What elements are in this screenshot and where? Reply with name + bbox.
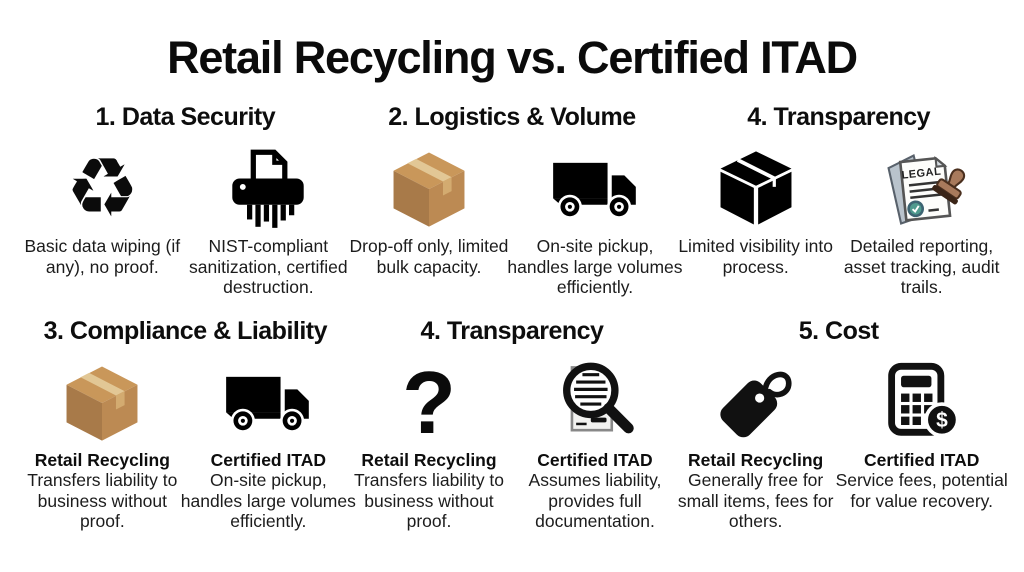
question-mark-icon: ? <box>402 356 456 450</box>
caption: Limited visibility into process. <box>678 236 833 277</box>
caption: Generally free for small items, fees for… <box>677 470 834 531</box>
certified-itad-cell: NIST-compliant sanitization, certified d… <box>188 142 348 297</box>
cardboard-box-icon <box>386 142 472 236</box>
truck-icon <box>223 356 313 450</box>
retail-recycling-label: Retail Recycling <box>34 450 170 471</box>
certified-itad-label: Certified ITAD <box>863 450 980 471</box>
certified-itad-cell: On-site pickup, handles large volumes ef… <box>507 142 683 297</box>
retail-recycling-label: Retail Recycling <box>361 450 497 471</box>
legal-document-icon: LEGAL <box>876 142 968 236</box>
certified-itad-cell: Certified ITAD Assumes liability, provid… <box>515 356 675 531</box>
caption: Assumes liability, provides full documen… <box>528 470 662 531</box>
section-cost: 5. Cost Retail Recycling Generally fr <box>675 313 1008 531</box>
page-title: Retail Recycling vs. Certified ITAD <box>167 32 858 83</box>
caption: Service fees, potential for value recove… <box>835 470 1008 511</box>
retail-recycling-cell: Retail Recycling Transfers liability to … <box>22 356 182 531</box>
section-heading: 2. Logistics & Volume <box>388 103 636 132</box>
section-logistics-volume: 2. Logistics & Volume Drop-off only, lim… <box>349 99 683 297</box>
shredder-icon <box>226 142 310 236</box>
section-heading: 3. Compliance & Liability <box>43 317 328 346</box>
calculator-dollar-icon: $ <box>878 356 966 450</box>
recycle-glyph: ♻ <box>65 141 140 237</box>
dollar-glyph: $ <box>936 409 948 432</box>
retail-recycling-cell: ? Retail Recycling Transfers liability t… <box>349 356 509 531</box>
section-heading: 1. Data Security <box>95 103 276 132</box>
question-glyph: ? <box>402 353 456 453</box>
section-data-security: 1. Data Security ♻ Basic data wiping (if… <box>22 99 349 297</box>
section-compliance-liability: 3. Compliance & Liability Retail Recycli… <box>22 313 356 531</box>
caption: NIST-compliant sanitization, certified d… <box>189 236 348 297</box>
certified-itad-label: Certified ITAD <box>537 450 653 471</box>
magnifier-document-icon <box>551 356 639 450</box>
certified-itad-cell: Certified ITAD On-site pickup, handles l… <box>181 356 356 531</box>
icon-pair: Limited visibility into process. LEGAL <box>675 142 1002 297</box>
certified-itad-cell: LEGAL <box>842 142 1002 297</box>
icon-pair: ? Retail Recycling Transfers liability t… <box>349 356 676 531</box>
section-heading: 5. Cost <box>798 317 879 346</box>
recycle-icon: ♻ <box>66 142 140 236</box>
section-transparency-top: 4. Transparency Limited visibility into … <box>675 99 1002 297</box>
certified-itad-cell: $ Certified ITAD Service fees, potential… <box>836 356 1008 531</box>
section-heading: 4. Transparency <box>747 103 931 132</box>
caption: On-site pickup, handles large volumes ef… <box>180 470 356 531</box>
sections-grid: 1. Data Security ♻ Basic data wiping (if… <box>0 99 1024 531</box>
retail-recycling-cell: Retail Recycling Generally free for smal… <box>676 356 836 531</box>
caption: Basic data wiping (if any), no proof. <box>24 236 181 277</box>
icon-pair: Drop-off only, limited bulk capacity. <box>349 142 683 297</box>
caption: Drop-off only, limited bulk capacity. <box>349 236 509 277</box>
icon-pair: Retail Recycling Transfers liability to … <box>22 356 356 531</box>
icon-pair: Retail Recycling Generally free for smal… <box>675 356 1008 531</box>
caption: Transfers liability to business without … <box>27 470 178 531</box>
cardboard-box-icon <box>59 356 145 450</box>
closed-box-icon <box>713 142 799 236</box>
retail-recycling-cell: Drop-off only, limited bulk capacity. <box>349 142 509 297</box>
caption: Detailed reporting, asset tracking, audi… <box>843 236 1000 297</box>
truck-icon <box>550 142 640 236</box>
retail-recycling-cell: Limited visibility into process. <box>676 142 836 297</box>
certified-itad-label: Certified ITAD <box>210 450 327 471</box>
caption: On-site pickup, handles large volumes ef… <box>507 236 683 297</box>
retail-recycling-label: Retail Recycling <box>688 450 824 471</box>
section-heading: 4. Transparency <box>420 317 604 346</box>
icon-pair: ♻ Basic data wiping (if any), no proof. <box>22 142 349 297</box>
section-transparency-bottom: 4. Transparency ? Retail Recycling Trans… <box>349 313 676 531</box>
legal-label: LEGAL <box>901 166 942 182</box>
caption: Transfers liability to business without … <box>353 470 505 531</box>
price-tag-icon <box>713 356 799 450</box>
retail-recycling-cell: ♻ Basic data wiping (if any), no proof. <box>22 142 182 297</box>
